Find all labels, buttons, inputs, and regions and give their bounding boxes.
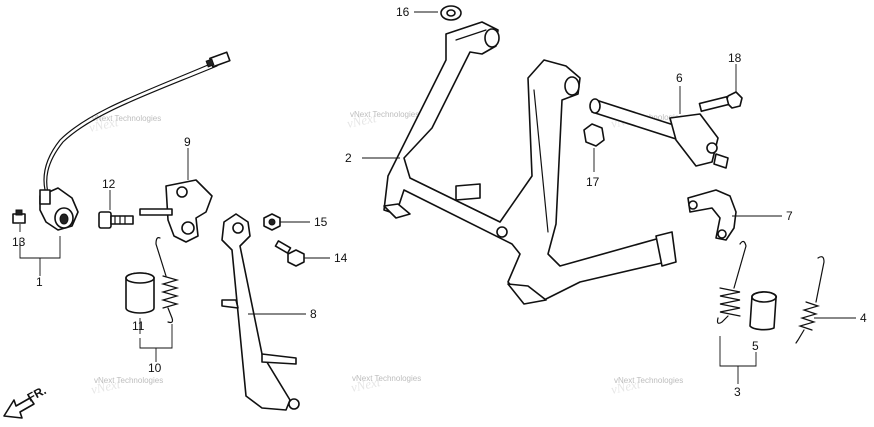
watermark-6: vNext Technologies [614,376,683,385]
part-14-bolt [274,240,305,267]
callout-5: 5 [752,339,759,353]
watermark-1: vNext Technologies [92,114,161,123]
part-9-bracket [139,179,213,243]
svg-text:vNext: vNext [90,376,122,397]
callouts: 1 2 3 4 5 6 7 8 9 10 11 12 13 14 15 16 1… [12,5,867,399]
callout-6: 6 [676,71,683,85]
callout-4: 4 [860,311,867,325]
part-16-washer [440,5,462,21]
svg-text:vNext: vNext [610,376,642,397]
part-4-spring [795,256,825,344]
leader-lines [19,11,856,384]
svg-text:vNext: vNext [350,374,382,395]
part-2-main-stand [383,21,677,305]
part-7-stopper-plate [687,189,737,241]
callout-8: 8 [310,307,317,321]
part-12-pivot-bolt [98,211,134,229]
callout-10: 10 [148,361,162,375]
part-11-collar [125,272,155,314]
part-13-bolt [12,209,26,224]
part-18-bolt [698,91,743,113]
part-5-collar [749,291,778,331]
callout-1: 1 [36,275,43,289]
callout-7: 7 [786,209,793,223]
part-10-spring [155,237,180,324]
callout-18: 18 [728,51,742,65]
part-8-side-stand [221,213,300,411]
callout-15: 15 [314,215,328,229]
callout-14: 14 [334,251,348,265]
watermark-5: vNext Technologies [352,374,421,383]
callout-2: 2 [345,151,352,165]
watermark-2: vNext Technologies [350,110,419,119]
callout-3: 3 [734,385,741,399]
part-15-nut [263,213,281,231]
part-3-spring [716,240,747,324]
callout-16: 16 [396,5,410,19]
front-direction-arrow: FR. [3,383,48,419]
callout-11: 11 [132,319,145,333]
callout-17: 17 [586,175,600,189]
callout-13: 13 [12,235,26,249]
watermark-4: vNext Technologies [94,376,163,385]
part-6-pivot-shaft [589,98,729,169]
part-1-side-stand-switch [39,51,231,231]
part-17-nut [583,123,605,147]
callout-12: 12 [102,177,116,191]
callout-9: 9 [184,135,191,149]
svg-text:vNext: vNext [346,110,378,131]
